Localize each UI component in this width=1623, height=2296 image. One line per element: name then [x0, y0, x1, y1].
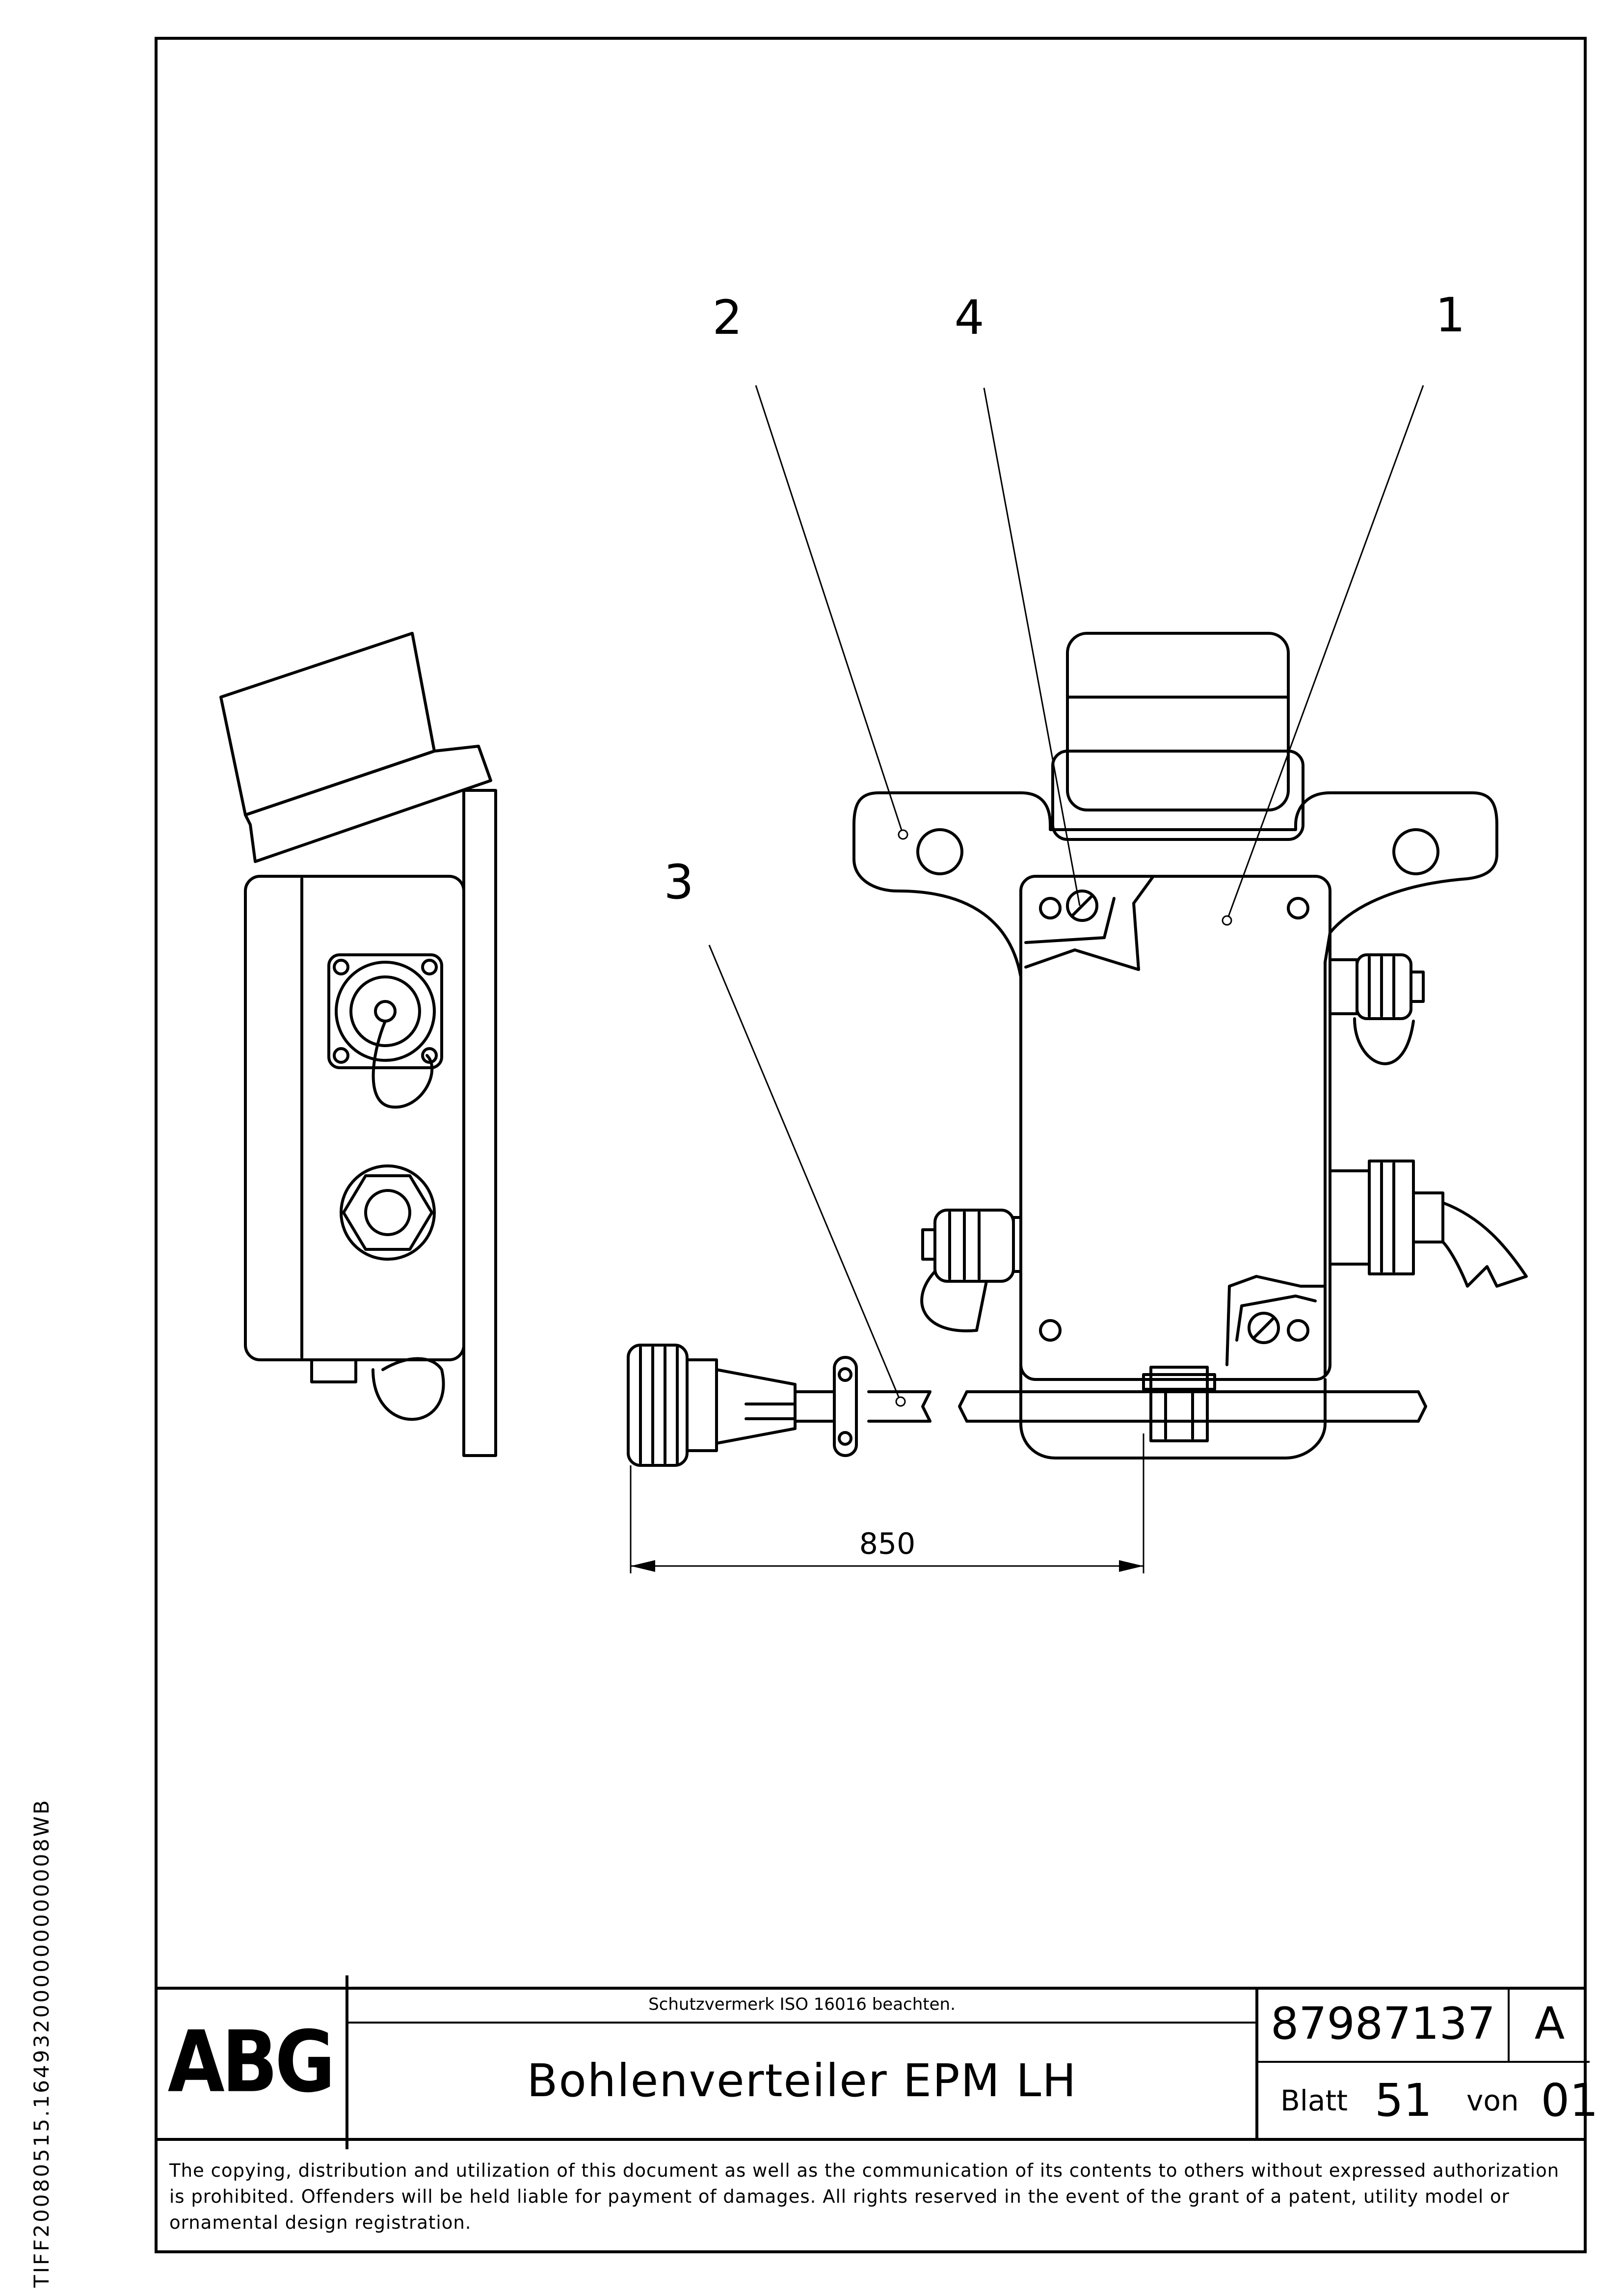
of-label: von [1466, 2083, 1519, 2117]
leader-3 [708, 945, 902, 1402]
sheet-total: 01 [1541, 2074, 1598, 2127]
callout-1: 1 [1435, 288, 1465, 343]
leader-1 [1226, 385, 1424, 921]
sheet-label: Blatt [1280, 2083, 1348, 2117]
callout-3: 3 [664, 855, 693, 910]
abg-logo: ABG [155, 1975, 348, 2150]
copyright-disclaimer: The copying, distribution and utilizatio… [169, 2160, 1560, 2233]
document-info: 87987137 A Blatt 51 von 01 [1255, 1987, 1598, 2138]
drawing-title: Bohlenverteiler EPM LH [527, 2054, 1077, 2107]
revision: A [1510, 1987, 1590, 2063]
protection-note: Schutzvermerk ISO 16016 beachten. [348, 1987, 1255, 2024]
leader-2 [755, 385, 904, 835]
sheet-info: Blatt 51 von 01 [1258, 2063, 1598, 2138]
sheet-number: 51 [1374, 2074, 1433, 2127]
title-block-bottom-rule [155, 2138, 1587, 2141]
callout-2: 2 [712, 290, 742, 345]
document-number: 87987137 [1258, 1987, 1510, 2063]
callout-4: 4 [954, 290, 984, 345]
title-block: ABG Schutzvermerk ISO 16016 beachten. Bo… [155, 1975, 1598, 2150]
leader-4 [983, 387, 1081, 906]
drawing-frame [155, 37, 1587, 2253]
dimension-label: 850 [859, 1527, 916, 1561]
title-block-top-rule [155, 1987, 1587, 1990]
